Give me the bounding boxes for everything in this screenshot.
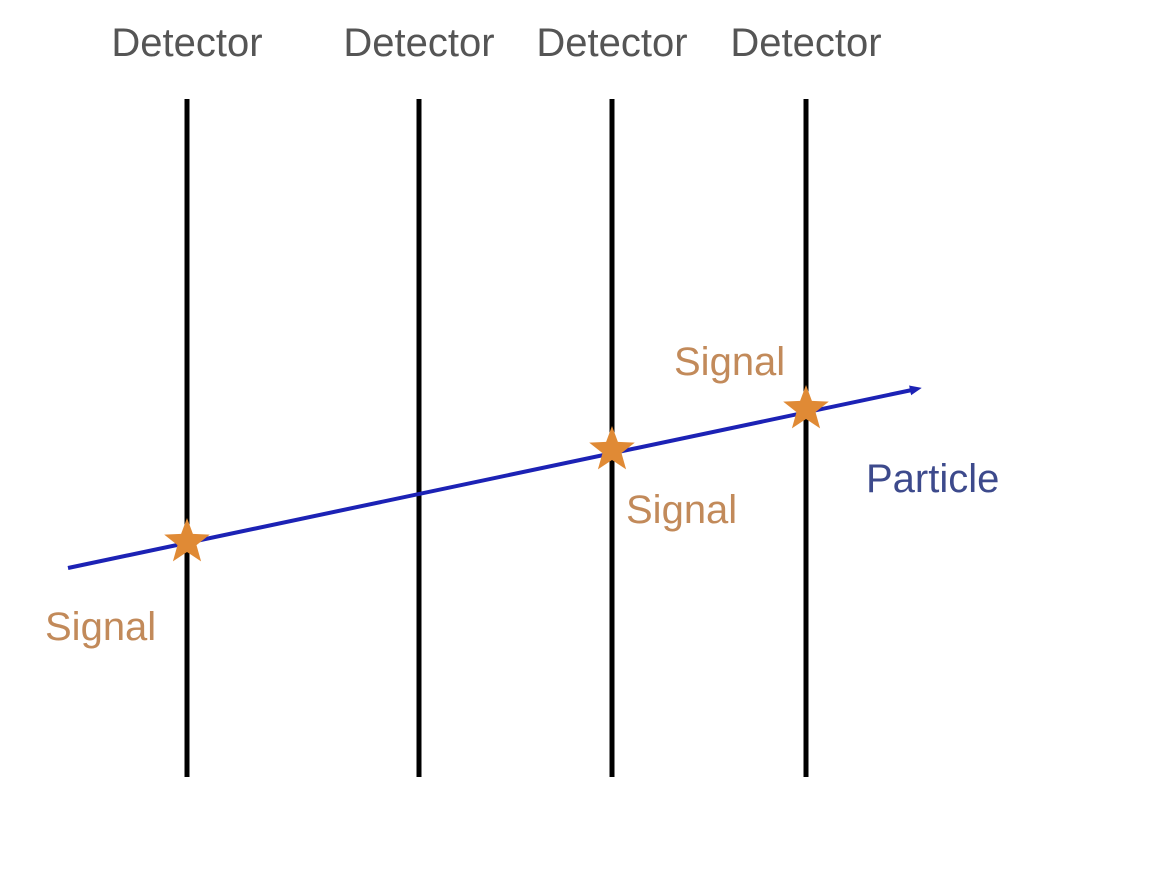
signal-star-icon-1 xyxy=(164,518,210,562)
signal-label-1: Signal xyxy=(45,605,156,649)
particle-track xyxy=(67,385,922,570)
signal-star-icon-3 xyxy=(783,385,829,429)
detector-label-4: Detector xyxy=(730,21,881,65)
signal-label-2: Signal xyxy=(626,488,737,532)
detector-label-2: Detector xyxy=(343,21,494,65)
signal-star-icon-2 xyxy=(589,426,635,470)
signal-label-3: Signal xyxy=(674,340,785,384)
detector-label-3: Detector xyxy=(536,21,687,65)
particle-label: Particle xyxy=(866,457,999,501)
detector-label-1: Detector xyxy=(111,21,262,65)
